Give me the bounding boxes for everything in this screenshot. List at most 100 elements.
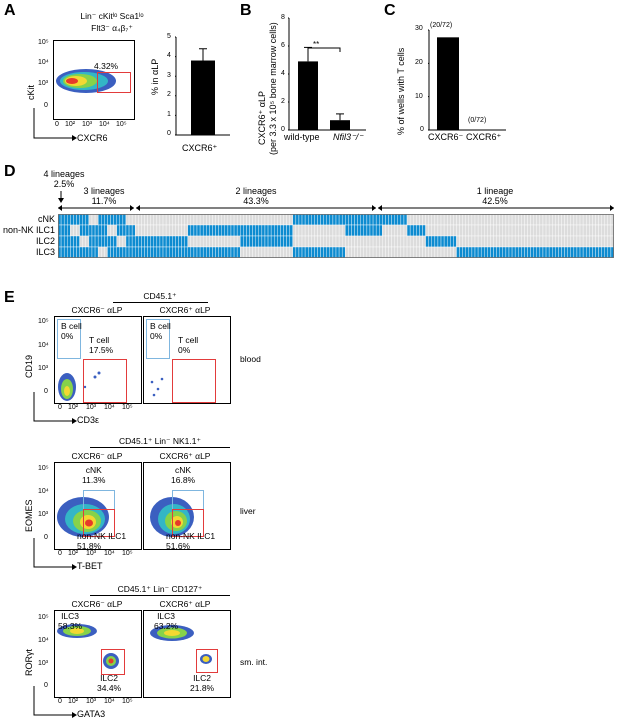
t-label: T cell — [178, 335, 199, 345]
heatmap-cell — [307, 246, 312, 259]
heatmap-cell — [295, 235, 300, 248]
group-2-name: 2 lineages — [235, 186, 277, 196]
heatmap-cell — [527, 246, 531, 259]
heatmap-cell — [218, 235, 222, 248]
heatmap-cell — [128, 214, 133, 226]
heatmap-cell — [480, 246, 485, 259]
panel-b-ytick: 0 — [281, 126, 285, 133]
heatmap-cell — [379, 235, 383, 248]
heatmap-cell — [199, 235, 204, 248]
heatmap-cell — [131, 224, 136, 237]
heatmap-cell — [113, 246, 117, 259]
heatmap-cell — [88, 246, 93, 259]
heatmap-cell — [280, 235, 284, 248]
heatmap-cell — [589, 246, 593, 259]
heatmap-cell — [558, 246, 562, 259]
heatmap-cell — [110, 235, 114, 248]
heatmap-cell — [385, 235, 389, 248]
heatmap-cell — [88, 214, 93, 226]
heatmap-cell — [586, 224, 590, 237]
heatmap-cell — [536, 224, 541, 237]
heatmap-border — [58, 214, 614, 258]
heatmap-cell — [274, 224, 278, 237]
heatmap-cell — [419, 235, 423, 248]
group-label-1: 1 lineage 42.5% — [465, 186, 525, 206]
heatmap-cell — [406, 246, 411, 259]
panel-a-bar-ytick: 5 — [167, 33, 171, 40]
heatmap-cell — [487, 235, 491, 248]
heatmap-cell — [209, 224, 213, 237]
a-label: ILC3 — [61, 611, 80, 621]
row-label-ilc3: ILC3 — [35, 247, 55, 257]
heatmap-cell — [249, 235, 253, 248]
heatmap-cell — [289, 224, 293, 237]
heatmap-cell — [434, 235, 439, 248]
heatmap-cell — [453, 246, 457, 259]
heatmap-cell — [125, 224, 130, 237]
heatmap-cell — [471, 224, 476, 237]
heatmap-cell — [558, 224, 562, 237]
e-row1-tissue: blood — [240, 354, 261, 364]
e-row1-xlabel: CD3ε — [77, 415, 100, 425]
heatmap-cell — [471, 235, 476, 248]
heatmap-cell — [181, 224, 185, 237]
heatmap-cell — [345, 224, 349, 237]
heatmap-cell — [351, 224, 355, 237]
heatmap-cell — [218, 224, 222, 237]
heatmap-cell — [76, 235, 80, 248]
heatmap-cell — [311, 246, 315, 259]
heatmap-cell — [110, 224, 114, 237]
heatmap-cell — [403, 214, 408, 226]
e-row2-right-cnk-gate — [172, 490, 204, 510]
heatmap-cell — [555, 214, 559, 226]
heatmap-cell — [459, 246, 463, 259]
heatmap-cell — [564, 235, 568, 248]
e-xtick: 10³ — [86, 698, 97, 705]
heatmap-cell — [391, 235, 395, 248]
heatmap-cell — [505, 235, 510, 248]
heatmap-cell — [125, 246, 130, 259]
heatmap-cell — [252, 224, 256, 237]
heatmap-cell — [493, 246, 497, 259]
heatmap-cell — [388, 214, 392, 226]
heatmap-cell — [91, 224, 96, 237]
heatmap-cell — [317, 214, 321, 226]
heatmap-cell — [141, 224, 145, 237]
heatmap-cell — [131, 214, 136, 226]
heatmap-cell — [440, 224, 445, 237]
heatmap-cell — [431, 214, 436, 226]
heatmap-cell — [428, 224, 432, 237]
group-label-4: 4 lineages 2.5% — [42, 169, 86, 189]
heatmap-cell — [338, 214, 343, 226]
heatmap-cell — [582, 235, 587, 248]
heatmap-cell — [184, 224, 188, 237]
panel-a-bar-ytick: 3 — [167, 72, 171, 79]
heatmap-cell — [598, 214, 602, 226]
e-row1-left-bcell-gate — [57, 319, 81, 359]
row-label-ilc2: ILC2 — [35, 236, 55, 246]
heatmap-cell — [135, 224, 139, 237]
heatmap-cell — [190, 224, 195, 237]
heatmap-cell — [85, 224, 90, 237]
heatmap-cell — [533, 224, 537, 237]
heatmap-cell — [196, 224, 201, 237]
lineage-heatmap — [58, 214, 614, 259]
panel-letter-e: E — [4, 289, 15, 306]
panel-a-xtick: 0 — [55, 121, 59, 128]
heatmap-cell — [409, 235, 414, 248]
heatmap-cell — [135, 214, 139, 226]
heatmap-cell — [202, 246, 207, 259]
heatmap-cell — [601, 235, 605, 248]
panel-a-gate-pct: 4.32% — [94, 61, 119, 71]
heatmap-cell — [221, 235, 225, 248]
e-row1-col-title-left: CXCR6⁻ αLP — [71, 305, 123, 315]
heatmap-cell — [372, 224, 377, 237]
heatmap-cell — [589, 214, 593, 226]
heatmap-cell — [270, 246, 275, 259]
heatmap-cell — [116, 224, 120, 237]
heatmap-cell — [536, 246, 541, 259]
group-4-name: 4 lineages — [43, 169, 85, 179]
